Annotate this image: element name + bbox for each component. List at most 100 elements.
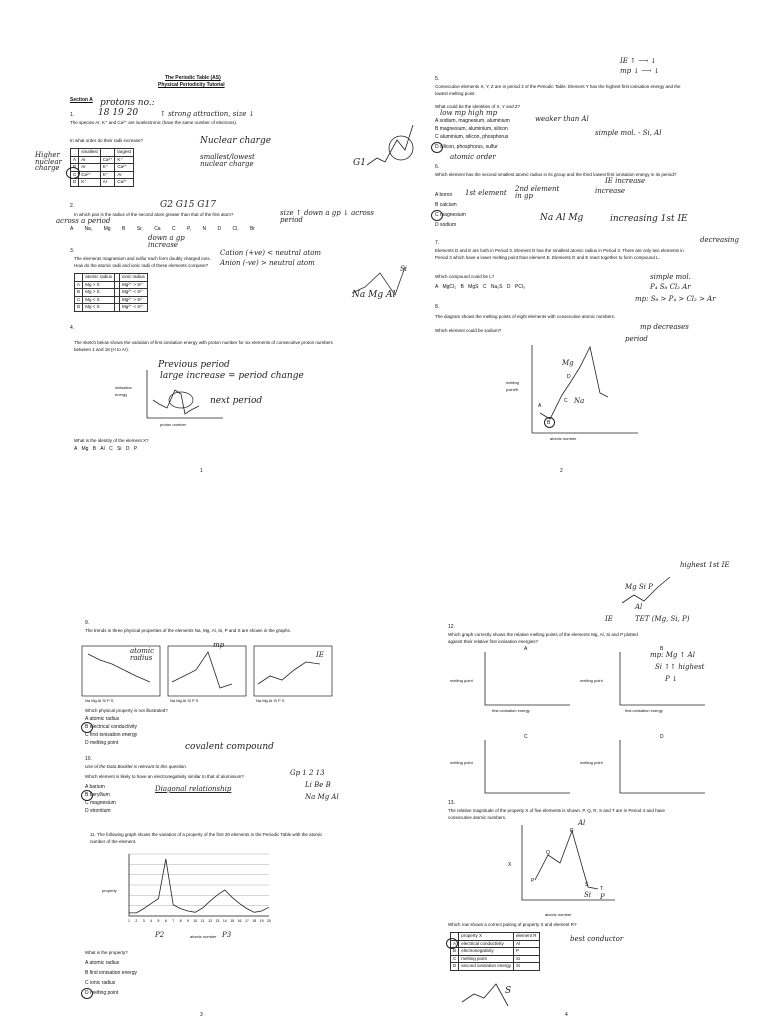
hw-covalent: covalent compound: [185, 742, 274, 752]
table-cell: P: [513, 947, 540, 956]
hw-atomic-radius: atomic radius: [130, 647, 154, 662]
q9-axis-1: Na Mg Al Si P S: [85, 698, 114, 703]
property-line: [534, 829, 599, 890]
x-tick-label: 14: [223, 919, 227, 923]
table-cell: Ar: [114, 170, 134, 179]
hw-higher-nuclear: Higher nuclear charge: [35, 151, 62, 172]
worksheet-page-1: The Periodic Table (AS) Physical Periodi…: [35, 70, 407, 474]
page-number: 1: [200, 468, 203, 474]
x-tick-label: 15: [230, 919, 234, 923]
hw-increasing-ie: increasing 1st IE: [610, 214, 688, 224]
q9-option-c: C first ionisation energy: [85, 732, 138, 738]
hw-mp-arrow: mp ↓ ⟶ ↓: [620, 67, 660, 75]
q4-text: The sketch below shows the variation of …: [74, 340, 333, 352]
table-cell: second ionisation energy: [458, 962, 515, 971]
q9-axis-2: Na Mg Al Si P S: [170, 698, 199, 703]
q11-option-c: C ionic radius: [85, 980, 116, 986]
table-cell: Ar: [99, 178, 116, 187]
table-cell: K⁺: [114, 155, 134, 164]
section-heading: Section A: [70, 97, 93, 103]
q13-x-axis: X: [508, 862, 512, 868]
table-cell: Ca²⁺: [114, 163, 134, 172]
hw-groups: G2 G15 G17: [160, 200, 216, 210]
graph-frame: [167, 645, 247, 697]
q1-text: The species Ar, K⁺ and Ca²⁺ are isoelect…: [70, 120, 238, 125]
table-cell: K⁺: [99, 163, 116, 172]
hw-p2: P2: [155, 931, 165, 939]
table-cell: K⁺: [99, 170, 116, 179]
hw-best-conductor: best conductor: [570, 935, 624, 943]
table-cell: [69, 148, 80, 157]
hw-ie-label: IE: [605, 615, 613, 623]
hw-period: period: [625, 335, 648, 343]
page-subtitle: Physical Periodicity Tutorial: [158, 82, 225, 88]
q6-option-b: B calcium: [435, 202, 457, 208]
q13-point-q: Q: [546, 850, 550, 856]
table-cell: D: [449, 962, 460, 971]
hw-next-period: next period: [210, 396, 263, 406]
page-number: 2: [560, 468, 563, 474]
q5-question: What could be the identities of X, Y and…: [435, 104, 521, 109]
table-row: atomic radius ionic radius: [73, 273, 148, 282]
page-number: 3: [200, 1012, 203, 1018]
q7-text: Elements D and E are both in Period 3. E…: [435, 248, 684, 260]
option: C P, N: [171, 226, 207, 232]
x-tick-label: 13: [215, 919, 219, 923]
q7-question: Which compound could be L?: [435, 274, 495, 279]
graph-label-d: D: [660, 734, 664, 740]
graph-axes: [619, 740, 705, 794]
ie-line: [152, 389, 200, 415]
q5-option-b: B magnesium, aluminium, silicon: [435, 126, 508, 132]
table-cell: Mg²⁺ > S²⁻: [119, 295, 148, 304]
x-tick-label: 18: [252, 919, 256, 923]
hw-first-element: 1st element: [465, 189, 507, 197]
graph-axes: [619, 652, 705, 706]
hw-atomic-order: atomic order: [450, 153, 496, 161]
hw-previous-period: Previous period: [158, 360, 230, 370]
hw-al: Al: [635, 603, 643, 611]
table-cell: Si: [513, 962, 540, 971]
table-cell: C: [449, 954, 460, 963]
q8-point-d: D: [567, 374, 571, 380]
ie-line: [257, 661, 321, 685]
table-cell: A: [69, 155, 80, 164]
graph-y-label: melting point: [580, 760, 603, 765]
hw-ie-arrow: IE ↑ ⟶ ↓: [620, 57, 657, 65]
q11-text: 11. The following graph shows the variat…: [90, 832, 330, 845]
q11-x-label: atomic number: [190, 934, 217, 939]
chart-axes: [128, 854, 269, 917]
table-cell: smallest: [78, 148, 101, 157]
table-cell: Ar: [78, 163, 101, 172]
hw-mp: mp: [213, 641, 225, 649]
q11-question: What is the property?: [85, 950, 128, 955]
table-cell: C: [73, 295, 84, 304]
answer-circle: [446, 938, 458, 949]
table-cell: A: [73, 280, 84, 289]
q8-number: 8.: [435, 304, 440, 310]
hw-second-element: 2nd element in gp: [515, 185, 560, 200]
hw-ie-sketch: [621, 576, 671, 604]
page-number: 4: [565, 1012, 568, 1018]
hw-na-mg-al: Na Mg Al: [352, 290, 396, 300]
q6-option-c: C magnesium: [435, 212, 466, 218]
table-cell: property X: [458, 932, 515, 941]
q10-option-d: D strontium: [85, 808, 111, 814]
graph-label-c: C: [524, 734, 528, 740]
q13-graph: [521, 825, 615, 901]
graph-axes: [484, 740, 570, 794]
answer-circle: [81, 988, 93, 999]
q12-four-graphs: [484, 652, 705, 794]
hw-q13-p: P: [600, 893, 605, 901]
answer-circle: [431, 210, 443, 221]
sketch-line: [351, 266, 406, 296]
graph-label-a: A: [524, 646, 528, 652]
table-cell: Mg < S: [82, 295, 116, 304]
q12-text: Which graph correctly shows the relative…: [448, 632, 638, 644]
hw-size-trend: size ↑ down a gp ↓ across period: [280, 209, 374, 224]
x-tick-label: 2: [135, 919, 137, 923]
